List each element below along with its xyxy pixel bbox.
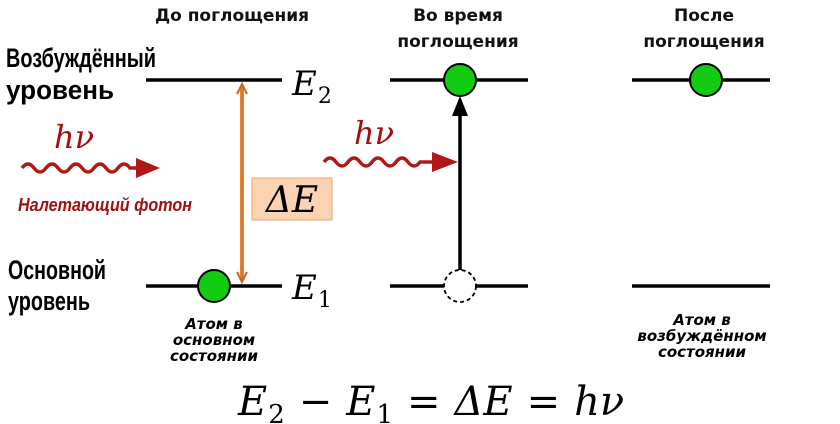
e2-label: E2 xyxy=(291,64,332,109)
e1-label: E1 xyxy=(291,268,332,313)
excited-state-note-line1: Атом в xyxy=(672,311,731,329)
electron-vacancy-during xyxy=(443,269,477,303)
energy-equation: E2−E1=ΔE=hν xyxy=(237,379,624,424)
ground-level-label-line1: Основной xyxy=(8,255,106,285)
ground-state-note-line3: состоянии xyxy=(170,347,259,365)
excited-state-note-line3: состоянии xyxy=(658,343,747,361)
photon-wave-left xyxy=(20,162,150,174)
energy-gap-box xyxy=(251,177,333,221)
transition-arrowhead xyxy=(452,96,468,116)
header-after-line1: После xyxy=(674,6,734,26)
energy-gap-label: ΔE xyxy=(264,180,318,221)
header-during-line2: поглощения xyxy=(397,32,518,52)
header-during-line1: Во время xyxy=(413,6,503,26)
excited-level-label-line2: уровень xyxy=(6,75,114,105)
excited-level-label-line1: Возбуждённый xyxy=(6,43,156,73)
photon-symbol-during: hν xyxy=(354,114,394,152)
photon-arrowhead-during xyxy=(432,152,458,172)
incoming-photon-label: Налетающий фотон xyxy=(18,195,192,215)
electron-excited-after xyxy=(689,63,723,97)
header-before: До поглощения xyxy=(155,6,309,26)
header-after-line2: поглощения xyxy=(643,32,764,52)
photon-arrowhead-left xyxy=(136,158,160,178)
photon-symbol-left: hν xyxy=(54,118,94,156)
energy-gap-arrow-top-head xyxy=(236,81,248,95)
energy-gap-arrow-bottom-head xyxy=(236,271,248,285)
ground-level-label-line2: уровень xyxy=(8,286,90,316)
ground-state-note-line1: Атом в xyxy=(184,315,243,333)
electron-ground-before xyxy=(197,269,231,303)
excited-state-note-line2: возбуждённом xyxy=(637,327,766,345)
electron-excited-during xyxy=(443,63,477,97)
photon-wave-during xyxy=(322,156,444,168)
ground-state-note-line2: основном xyxy=(173,331,255,349)
